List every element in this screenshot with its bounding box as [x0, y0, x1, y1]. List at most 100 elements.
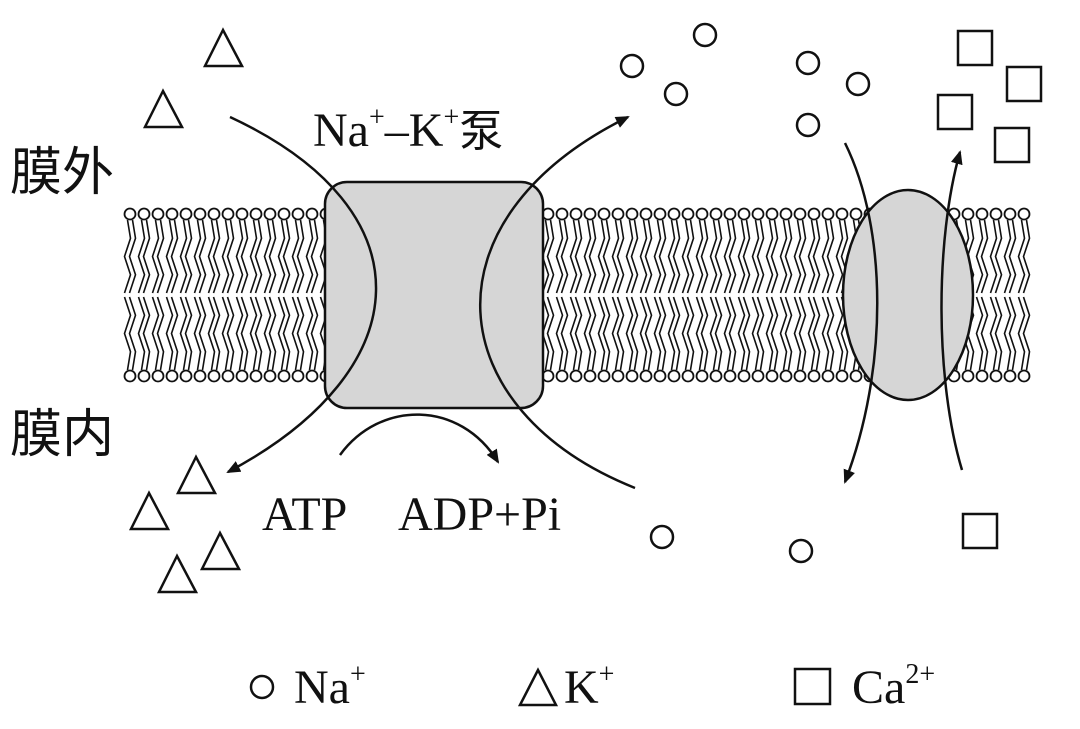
lipid-head: [569, 207, 583, 221]
lipid-tail: [156, 296, 165, 371]
lipid-tail: [165, 219, 174, 294]
lipid-tail: [249, 296, 258, 371]
lipid-tail: [165, 296, 174, 371]
lipid-head: [821, 369, 835, 383]
lipid-tail: [142, 296, 151, 371]
lipid-head: [1017, 207, 1031, 221]
lipid-head: [793, 369, 807, 383]
lipid-head: [583, 369, 597, 383]
lipid-tail: [709, 296, 718, 371]
lipid-tail: [667, 296, 676, 371]
lipid-tail: [681, 296, 690, 371]
lipid-tail: [207, 219, 216, 294]
lipid-tail: [989, 219, 998, 294]
lipid-tail: [644, 296, 653, 371]
lipid-tail: [630, 296, 639, 371]
legend: Na+ K+ Ca2+: [249, 659, 935, 714]
lipid-head: [807, 369, 821, 383]
lipid-tail: [137, 219, 146, 294]
lipid-tail: [737, 219, 746, 294]
lipid-head: [207, 207, 221, 221]
adp-pi-label: ADP+Pi: [398, 488, 561, 541]
atp-label: ATP: [262, 488, 347, 541]
lipid-tail: [235, 219, 244, 294]
lipid-tail: [282, 219, 291, 294]
calcium-channel-protein: [841, 188, 975, 402]
na-ion-circle: [692, 22, 718, 48]
lipid-head: [751, 207, 765, 221]
lipid-tail: [137, 296, 146, 371]
lipid-tail: [714, 296, 723, 371]
lipid-tail: [737, 296, 746, 371]
lipid-head: [305, 369, 319, 383]
lipid-tail: [268, 219, 277, 294]
lipid-tail: [989, 296, 998, 371]
lipid-head: [263, 207, 277, 221]
lipid-tail: [198, 296, 207, 371]
lipid-head: [555, 207, 569, 221]
lipid-tail: [184, 296, 193, 371]
lipid-head: [709, 369, 723, 383]
lipid-head: [989, 207, 1003, 221]
lipid-tail: [681, 219, 690, 294]
ca-ion-square: [961, 512, 999, 550]
lipid-tail: [975, 296, 984, 371]
lipid-head: [625, 369, 639, 383]
lipid-tail: [667, 219, 676, 294]
lipid-tail: [756, 219, 765, 294]
lipid-head: [779, 207, 793, 221]
lipid-tail: [714, 219, 723, 294]
lipid-tail: [254, 296, 263, 371]
lipid-head: [569, 369, 583, 383]
pump-label-suffix: 泵: [459, 106, 503, 157]
legend-ca-label: Ca2+: [852, 659, 935, 714]
lipid-head: [835, 369, 849, 383]
lipid-head: [235, 369, 249, 383]
lipid-head: [961, 369, 975, 383]
na-channel-influx-arrow: [843, 142, 879, 484]
lipid-tail: [1003, 219, 1012, 294]
lipid-tail: [625, 219, 634, 294]
lipid-tail: [980, 219, 989, 294]
lipid-tail: [560, 296, 569, 371]
lipid-tail: [821, 296, 830, 371]
lipid-head: [975, 207, 989, 221]
lipid-tail: [597, 296, 606, 371]
na-ion-circle: [795, 50, 821, 76]
pump-label-sup2: +: [443, 102, 459, 133]
lipid-head: [1003, 369, 1017, 383]
lipid-head: [277, 207, 291, 221]
lipid-tail: [779, 296, 788, 371]
lipid-head: [221, 207, 235, 221]
lipid-tail: [723, 296, 732, 371]
lipid-tail: [569, 296, 578, 371]
lipid-head: [207, 369, 221, 383]
lipid-head: [151, 207, 165, 221]
lipid-tail: [751, 219, 760, 294]
na-ion-circle: [663, 81, 689, 107]
inside-label: 膜内: [10, 405, 114, 465]
lipid-tail: [193, 219, 202, 294]
k-ion-triangle: [202, 27, 245, 68]
lipid-tail: [826, 219, 835, 294]
lipid-head: [625, 207, 639, 221]
lipid-head: [681, 369, 695, 383]
lipid-tail: [240, 296, 249, 371]
lipid-tail: [588, 219, 597, 294]
outside-label: 膜外: [10, 143, 114, 203]
lipid-tail: [653, 296, 662, 371]
legend-ca-icon: [793, 667, 832, 706]
lipid-head: [277, 369, 291, 383]
lipid-tail: [560, 219, 569, 294]
lipid-head: [989, 369, 1003, 383]
lipid-tail: [723, 219, 732, 294]
lipid-head: [305, 207, 319, 221]
lipid-tail: [616, 296, 625, 371]
lipid-head: [849, 369, 863, 383]
lipid-head: [249, 207, 263, 221]
lipid-head: [667, 207, 681, 221]
lipid-tail: [658, 219, 667, 294]
lipid-tail: [305, 219, 314, 294]
lipid-tail: [198, 219, 207, 294]
lipid-tail: [793, 219, 802, 294]
